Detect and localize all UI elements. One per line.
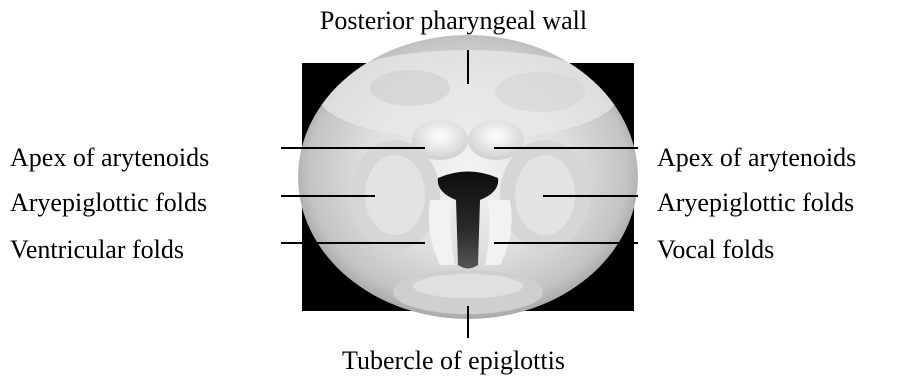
label-aryepiglottic-folds-right: Aryepiglottic folds (657, 188, 854, 218)
label-vocal-folds: Vocal folds (657, 235, 774, 265)
label-aryepiglottic-folds-left: Aryepiglottic folds (10, 188, 207, 218)
label-apex-of-arytenoids-right: Apex of arytenoids (657, 143, 856, 173)
label-tubercle-of-epiglottis: Tubercle of epiglottis (0, 346, 907, 376)
label-apex-of-arytenoids-left: Apex of arytenoids (10, 143, 209, 173)
label-posterior-pharyngeal-wall: Posterior pharyngeal wall (0, 6, 907, 36)
label-ventricular-folds: Ventricular folds (10, 235, 184, 265)
